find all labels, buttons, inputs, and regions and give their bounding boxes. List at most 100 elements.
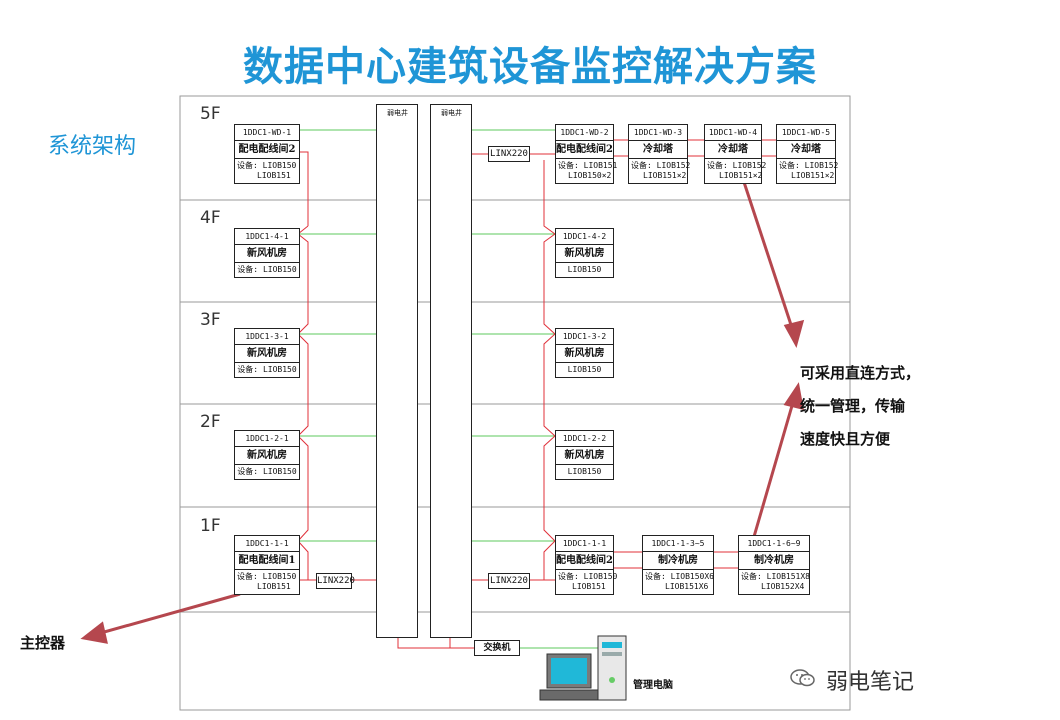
bus-left-loop: [297, 225, 309, 580]
controller-io: LIOB150: [567, 265, 602, 274]
floor-label-2f: 2F: [200, 412, 221, 432]
linx-module: LINX220: [488, 573, 530, 589]
controller-box: 1DDC1-3-2 新风机房 LIOB150: [555, 328, 614, 378]
controller-room: 配电配线间2: [556, 141, 613, 159]
controller-io: LIOB150: [567, 467, 602, 476]
controller-io: LIOB151×2: [791, 171, 835, 180]
controller-io: LIOB151×2: [719, 171, 763, 180]
arrow-head: [783, 382, 804, 411]
controller-box: 1DDC1-2-1 新风机房 设备: LIOB150: [234, 430, 300, 480]
controller-id: 1DDC1-1-3~5: [643, 536, 713, 552]
controller-room: 新风机房: [556, 345, 613, 363]
controller-io: 设备: LIOB150: [237, 161, 297, 170]
computer-icon: [539, 635, 627, 701]
controller-id: 1DDC1-WD-1: [235, 125, 299, 141]
controller-id: 1DDC1-2-2: [556, 431, 613, 447]
linx-module: LINX220: [316, 573, 355, 589]
controller-io: 设备: LIOB150: [237, 265, 297, 274]
controller-io: LIOB151: [572, 582, 606, 591]
controller-room: 冷却塔: [777, 141, 835, 159]
controller-io: 设备: LIOB150X6: [645, 572, 714, 581]
controller-io: 设备: LIOB150: [237, 365, 297, 374]
controller-room: 冷却塔: [629, 141, 687, 159]
controller-io: LIOB152X4: [761, 582, 805, 591]
controller-io: 设备: LIOB151X8: [741, 572, 810, 581]
controller-id: 1DDC1-2-1: [235, 431, 299, 447]
controller-room: 冷却塔: [705, 141, 761, 159]
controller-room: 配电配线间1: [235, 552, 299, 570]
note-line: 可采用直连方式，: [800, 364, 921, 382]
controller-io: 设备: LIOB152: [631, 161, 691, 170]
linx-module: LINX220: [488, 146, 530, 162]
controller-io: LIOB150: [567, 365, 602, 374]
controller-id: 1DDC1-4-1: [235, 229, 299, 245]
arrow-head: [80, 621, 108, 644]
direct-connect-note: 可采用直连方式， 统一管理，传输 速度快且方便: [800, 357, 920, 456]
section-subtitle: 系统架构: [48, 134, 137, 159]
controller-box: 1DDC1-4-1 新风机房 设备: LIOB150: [234, 228, 300, 278]
note-line: 统一管理，传输: [800, 397, 906, 415]
controller-io: LIOB151X6: [665, 582, 709, 591]
controller-id: 1DDC1-1-1: [235, 536, 299, 552]
controller-id: 1DDC1-1-1: [556, 536, 613, 552]
controller-io: LIOB150×2: [568, 171, 612, 180]
arrow-head: [783, 319, 805, 348]
bus-right: [543, 160, 556, 580]
building-frame: [179, 95, 851, 711]
controller-room: 配电配线间2: [235, 141, 299, 159]
controller-id: 1DDC1-3-1: [235, 329, 299, 345]
bus-left: [298, 151, 309, 226]
shaft-label: 弱电井: [441, 109, 462, 117]
controller-id: 1DDC1-WD-2: [556, 125, 613, 141]
cable-shaft-right: [430, 104, 472, 638]
arrow-to-5f: [738, 169, 798, 341]
controller-room: 新风机房: [556, 447, 613, 465]
controller-room: 新风机房: [235, 245, 299, 263]
controller-io: LIOB151: [257, 171, 291, 180]
controller-id: 1DDC1-WD-4: [705, 125, 761, 141]
controller-box: 1DDC1-2-2 新风机房 LIOB150: [555, 430, 614, 480]
network-switch: 交换机: [474, 640, 520, 656]
controller-room: 制冷机房: [739, 552, 809, 570]
floor-label-1f: 1F: [200, 516, 221, 536]
controller-room: 新风机房: [556, 245, 613, 263]
controller-box: 1DDC1-3-1 新风机房 设备: LIOB150: [234, 328, 300, 378]
annotation-arrows: [80, 169, 805, 644]
controller-io: LIOB151×2: [643, 171, 687, 180]
controller-id: 1DDC1-WD-3: [629, 125, 687, 141]
controller-io: 设备: LIOB151: [558, 161, 618, 170]
floor-label-4f: 4F: [200, 208, 221, 228]
main-controller-label: 主控器: [20, 634, 66, 652]
controller-room: 新风机房: [235, 447, 299, 465]
page-title: 数据中心建筑设备监控解决方案: [243, 44, 817, 90]
cable-shaft-left: [376, 104, 418, 638]
controller-io: 设备: LIOB152: [779, 161, 839, 170]
controller-id: 1DDC1-4-2: [556, 229, 613, 245]
controller-io: LIOB151: [257, 582, 291, 591]
controller-io: 设备: LIOB150: [558, 572, 618, 581]
controller-room: 制冷机房: [643, 552, 713, 570]
controller-room: 配电配线间2: [556, 552, 613, 570]
controller-box: 1DDC1-4-2 新风机房 LIOB150: [555, 228, 614, 278]
controller-id: 1DDC1-WD-5: [777, 125, 835, 141]
controller-room: 新风机房: [235, 345, 299, 363]
controller-io: 设备: LIOB152: [707, 161, 767, 170]
controller-io: 设备: LIOB150: [237, 467, 297, 476]
floor-label-3f: 3F: [200, 310, 221, 330]
note-line: 速度快且方便: [800, 430, 891, 448]
watermark-text: 弱电笔记: [826, 670, 915, 695]
floor-label-5f: 5F: [200, 104, 221, 124]
controller-io: 设备: LIOB150: [237, 572, 297, 581]
management-pc-label: 管理电脑: [633, 680, 673, 691]
controller-id: 1DDC1-3-2: [556, 329, 613, 345]
arrow-to-main: [89, 592, 241, 638]
